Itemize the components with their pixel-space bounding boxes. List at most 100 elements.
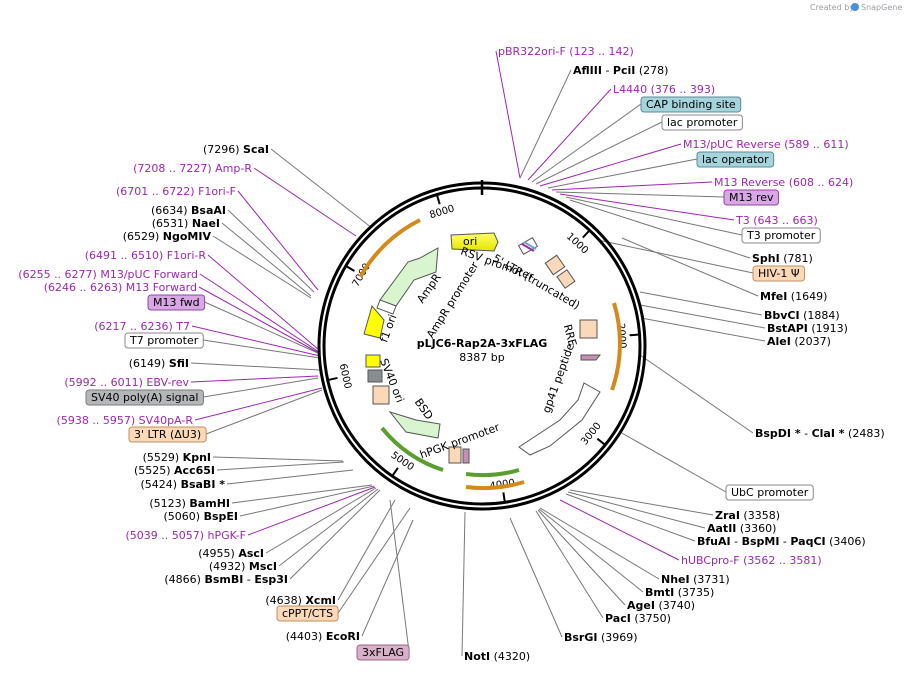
label-sv40par: (5938 .. 5957) SV40pA-R xyxy=(57,414,194,427)
leader-line xyxy=(565,196,743,236)
position-text: (4638) xyxy=(265,594,302,607)
snapgene-logo-icon xyxy=(851,3,859,11)
position-text: (5938 .. 5957) xyxy=(57,414,136,427)
label-bfuai: BfuAI - BspMI - PaqCI (3406) xyxy=(697,535,866,548)
leader-line xyxy=(212,235,312,299)
label-lacop: lac operator xyxy=(696,151,775,168)
leader-line xyxy=(547,158,698,189)
leader-line xyxy=(597,239,754,274)
label-ltr3: 3' LTR (ΔU3) xyxy=(128,426,207,443)
primer-label: (6701 .. 6722) F1ori-F xyxy=(116,185,236,198)
enzyme-label: AleI (2037) xyxy=(767,335,831,348)
position-text: (376 .. 393) xyxy=(651,83,716,96)
name-text: NaeI xyxy=(192,217,220,230)
name-text: M13/pUC Reverse xyxy=(683,138,781,151)
name-text: BspEI xyxy=(204,510,238,523)
enzyme-label: (4866) BsmBI - Esp3I xyxy=(164,573,288,586)
enzyme-label: BsrGI (3969) xyxy=(564,631,638,644)
leader-line xyxy=(216,461,345,471)
feature-box xyxy=(741,227,821,244)
tick-mark xyxy=(629,333,640,337)
feature-box xyxy=(356,644,410,661)
position-text: (7208 .. 7227) xyxy=(133,162,212,175)
enzyme-label: (4955) AscI xyxy=(198,547,264,560)
label-kpni: (5529) KpnI xyxy=(143,451,211,464)
primer-label: (5938 .. 5957) SV40pA-R xyxy=(57,414,194,427)
feature-box xyxy=(85,389,204,406)
name-text: BsaBI * xyxy=(181,478,226,491)
label-msci: (4932) MscI xyxy=(209,560,277,573)
enzyme-label: (4403) EcoRI xyxy=(286,630,360,643)
ltr5-feature xyxy=(556,269,576,289)
leader-line xyxy=(237,190,319,291)
label-sfii: (6149) SfiI xyxy=(129,357,189,370)
enzyme-label: MfeI (1649) xyxy=(760,290,827,303)
position-text: (2037) xyxy=(794,335,831,348)
tick-mark xyxy=(327,376,338,382)
position-text: (6149) xyxy=(129,357,166,370)
leader-line xyxy=(231,484,373,504)
credit-brand: SnapGene xyxy=(861,3,902,12)
hiv-psi-feature xyxy=(544,254,566,276)
position-text: (3969) xyxy=(601,631,638,644)
leader-line xyxy=(565,493,696,542)
flag-orf-arc xyxy=(465,480,525,491)
feature-box xyxy=(124,332,204,349)
name-text: AflIII xyxy=(573,64,602,77)
leader-line xyxy=(265,487,377,554)
label-m13reverse: M13 Reverse (608 .. 624) xyxy=(714,176,853,189)
label-hiv: HIV-1 Ψ xyxy=(752,265,806,282)
f1-ori-feature xyxy=(363,304,385,339)
enzyme-label: BstAPI (1913) xyxy=(767,322,848,335)
label-alei: AleI (2037) xyxy=(767,335,831,348)
enzyme-label: (6634) BsaAI xyxy=(151,204,226,217)
label-ampr_r: (7208 .. 7227) Amp-R xyxy=(133,162,252,175)
enzyme-label: (6529) NgoMIV xyxy=(123,230,212,243)
leader-line xyxy=(527,88,612,181)
name-text: AgeI xyxy=(627,599,655,612)
separator-text: - xyxy=(731,535,742,548)
tick-mark xyxy=(582,229,591,239)
enzyme-label: NheI (3731) xyxy=(661,573,730,586)
label-bspei: (5060) BspEI xyxy=(164,510,239,523)
label-xcmi: (4638) XcmI xyxy=(265,594,336,607)
name-text: Amp-R xyxy=(215,162,252,175)
enzyme-label: PacI (3750) xyxy=(605,612,671,625)
leader-line xyxy=(535,510,604,619)
leader-line xyxy=(212,456,344,462)
f1-ori-small-feature xyxy=(365,354,381,368)
leader-line xyxy=(531,103,642,183)
label-aatii: AatII (3360) xyxy=(707,522,776,535)
label-m13forward: (6246 .. 6263) M13 Forward xyxy=(44,281,197,294)
box-label-text: CAP binding site xyxy=(646,98,736,111)
label-bamhi: (5123) BamHI xyxy=(149,497,230,510)
feature-box xyxy=(725,484,814,501)
name-text: T3 xyxy=(735,214,750,227)
tick-mark xyxy=(345,265,355,272)
name-text: PaqCI xyxy=(790,535,825,548)
name-text: F1ori-F xyxy=(198,185,236,198)
name-text: Esp3I xyxy=(254,573,288,586)
box-label-text: 3xFLAG xyxy=(362,646,404,659)
leader-line xyxy=(539,143,682,187)
position-text: (123 .. 142) xyxy=(569,45,634,58)
leader-line xyxy=(190,362,321,371)
leader-line xyxy=(199,273,320,353)
position-text: (3740) xyxy=(658,599,695,612)
leader-line xyxy=(204,301,321,355)
name-text: BsaAI xyxy=(191,204,226,217)
tick-mark xyxy=(596,437,606,446)
feature-box xyxy=(640,96,742,113)
name-text: AleI xyxy=(767,335,791,348)
position-text: (3562 .. 3581) xyxy=(743,554,822,567)
leader-line xyxy=(389,499,410,653)
label-m13puc_rev: M13/pUC Reverse (589 .. 611) xyxy=(683,138,849,151)
box-label-text: HIV-1 Ψ xyxy=(758,267,800,280)
leader-line xyxy=(551,181,713,191)
position-text: (3731) xyxy=(693,573,730,586)
label-scai: (7296) ScaI xyxy=(203,143,269,156)
leader-line xyxy=(567,491,706,529)
primer-label: (6255 .. 6277) M13/pUC Forward xyxy=(18,268,198,281)
leader-line xyxy=(205,389,323,435)
primer-label: L4440 (376 .. 393) xyxy=(613,83,715,96)
